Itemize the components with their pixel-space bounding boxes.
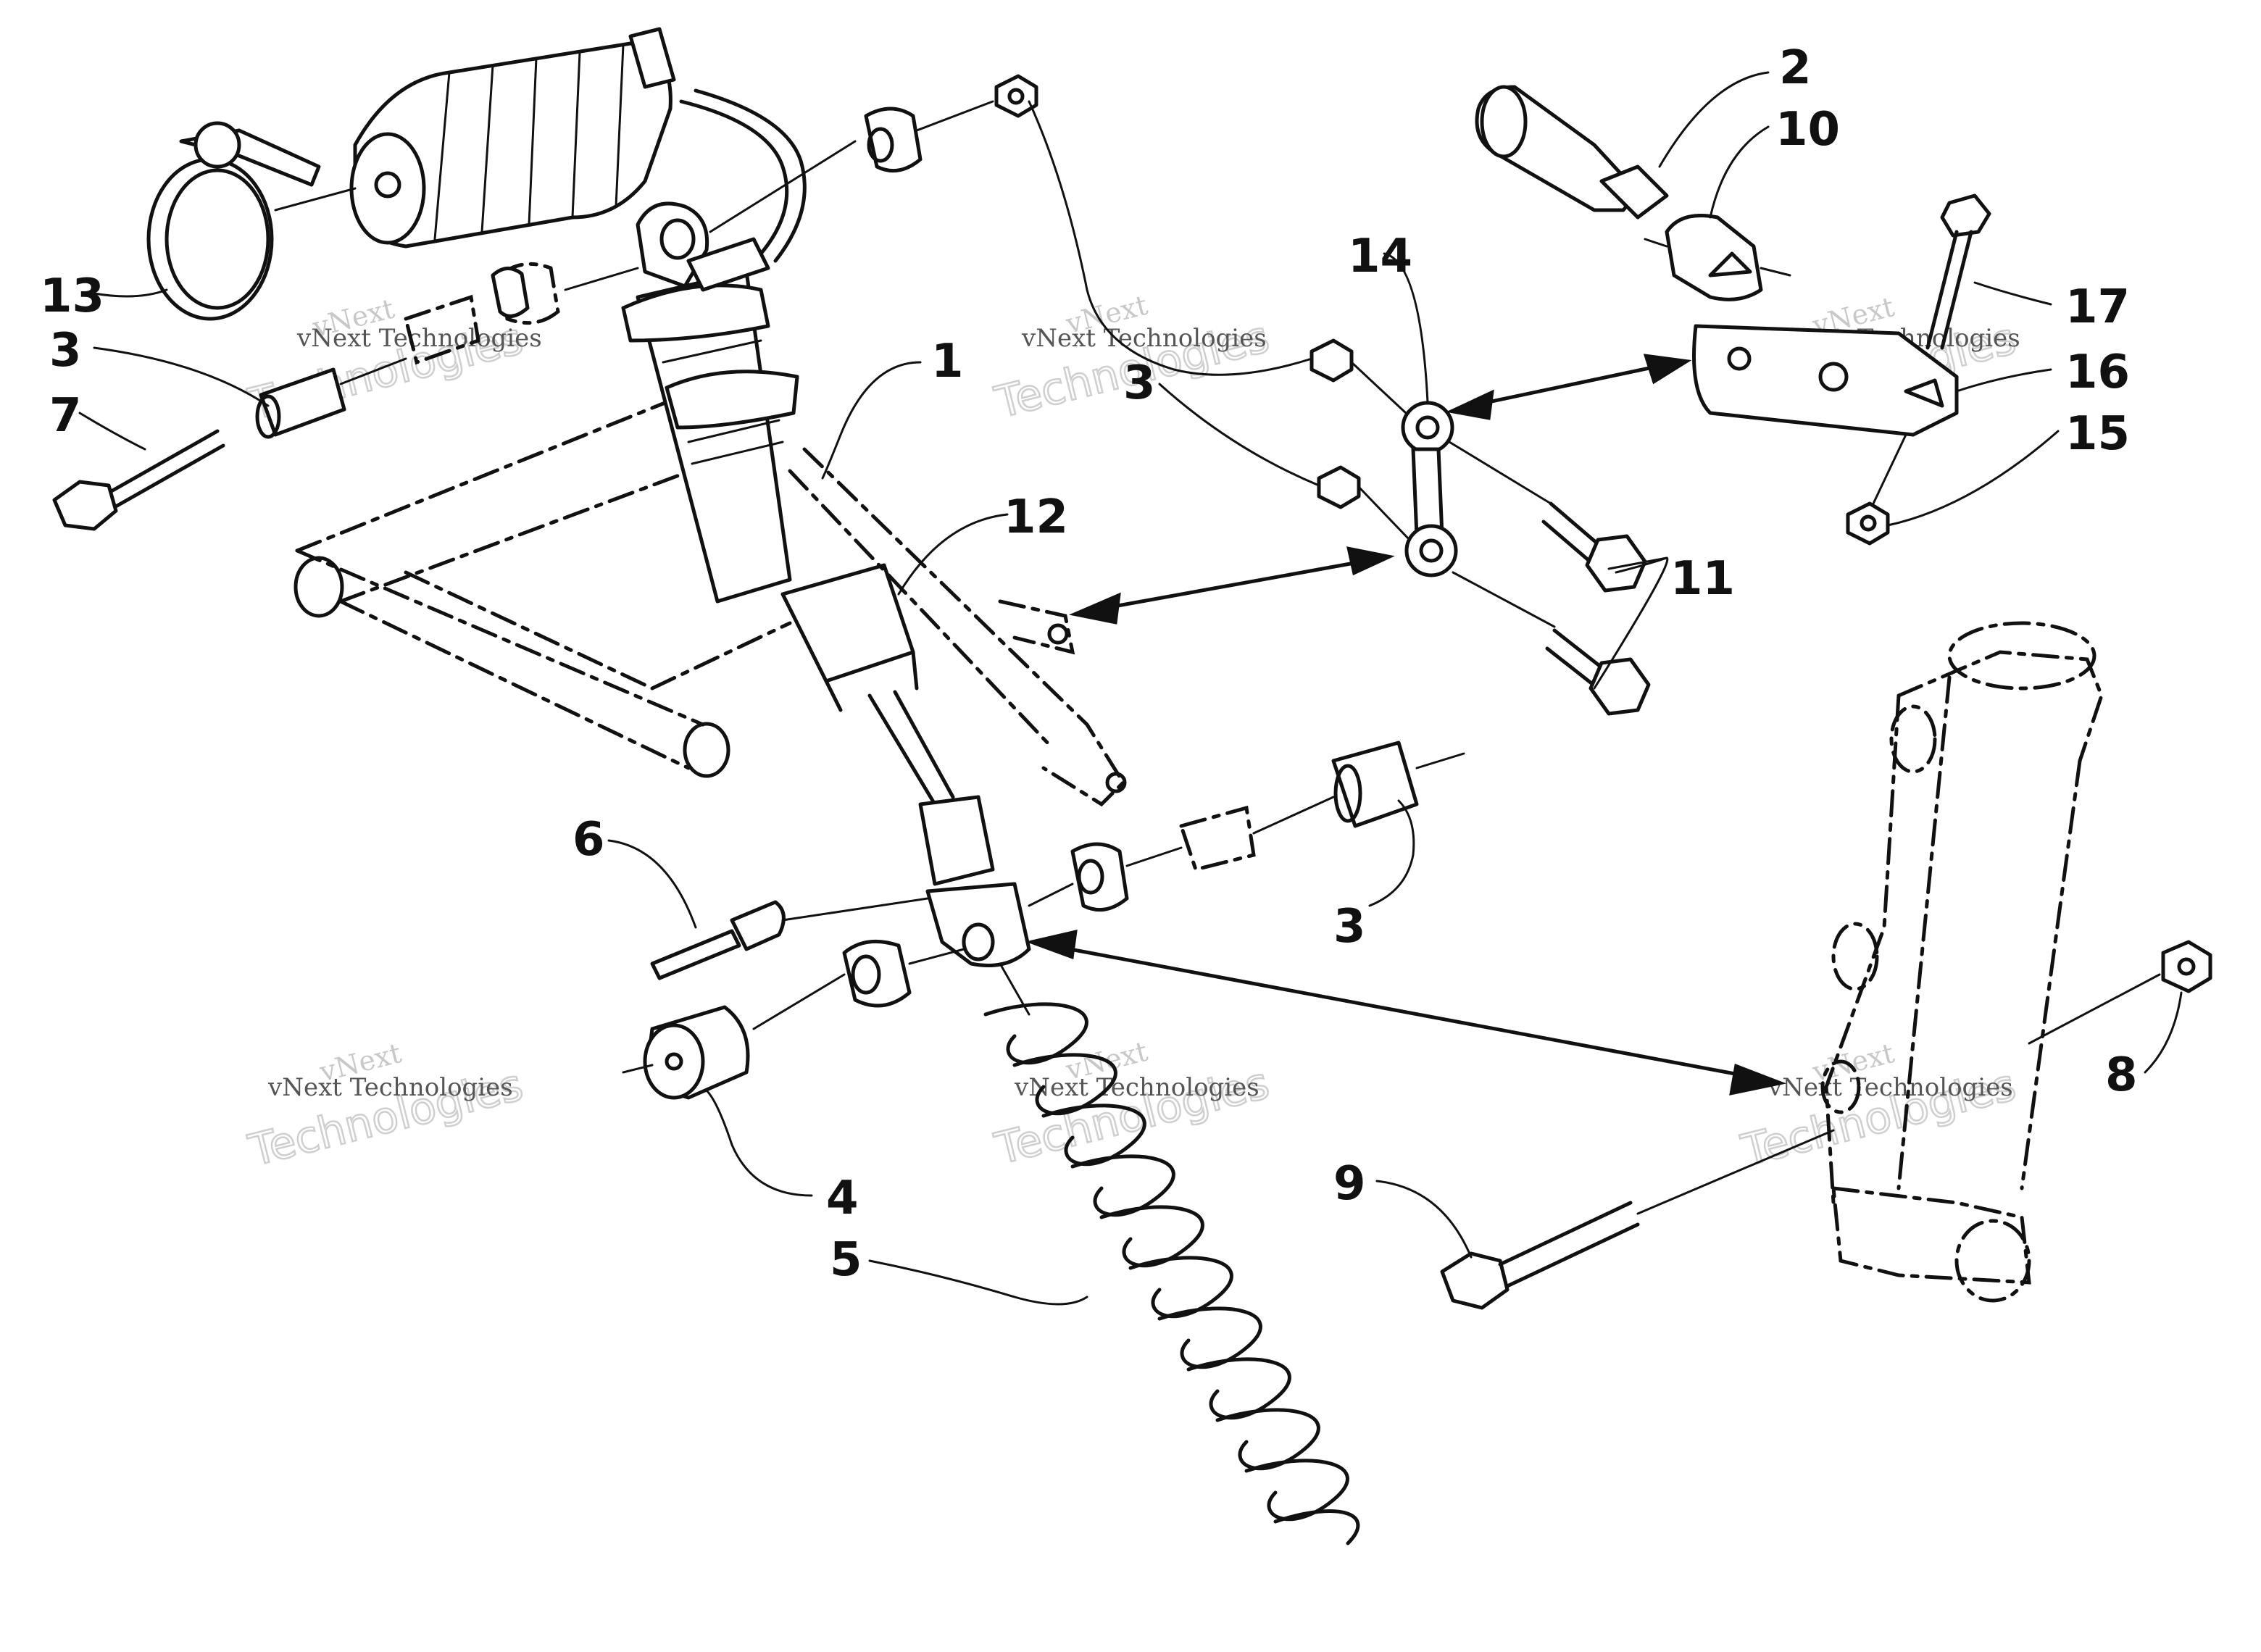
a-arm-phantom (293, 400, 792, 778)
assembly-arrows (1025, 354, 1787, 1096)
reservoir-hose (679, 99, 789, 256)
watermark-line2: vNext Technologies (1767, 1073, 2013, 1102)
callout-1: 1 (931, 335, 964, 388)
callout-16: 16 (2065, 346, 2130, 399)
callout-3-left: 3 (49, 324, 82, 377)
callout-9: 9 (1333, 1157, 1366, 1211)
sway-bracket-phantom (788, 447, 1127, 807)
callout-14: 14 (1348, 230, 1412, 283)
nut-right (2028, 940, 2212, 1045)
bottom-mount-hardware (622, 741, 1465, 1100)
callout-12: 12 (1004, 491, 1068, 544)
callout-8: 8 (2105, 1048, 2138, 1102)
callout-17: 17 (2065, 280, 2130, 334)
coil-spring (983, 962, 1360, 1545)
hose-clamp (146, 121, 357, 321)
callout-10: 10 (1775, 103, 1840, 157)
watermark-line2: vNext Technologies (296, 324, 542, 353)
watermark-line2: vNext Technologies (267, 1073, 513, 1102)
top-mount-hardware (52, 74, 1038, 531)
callout-15: 15 (2065, 407, 2130, 461)
sway-bar-end (1475, 85, 1991, 546)
spindle-phantom (1820, 621, 2104, 1303)
callout-11: 11 (1670, 552, 1735, 606)
reservoir-canister (349, 27, 676, 249)
grease-fitting (650, 897, 929, 980)
callout-labels: 1 2 3 3 3 4 5 6 7 8 9 10 11 12 13 14 15 … (40, 41, 2138, 1287)
callout-13: 13 (40, 270, 104, 323)
shock-absorber (621, 201, 1031, 967)
callout-6: 6 (572, 813, 605, 867)
reservoir-hose-outer (694, 88, 807, 263)
watermark-line2: vNext Technologies (1014, 1073, 1259, 1102)
leader-lines (78, 71, 2183, 1306)
callout-4: 4 (826, 1172, 859, 1225)
callout-7: 7 (49, 389, 82, 443)
callout-2: 2 (1779, 41, 1812, 95)
callout-5: 5 (830, 1233, 862, 1287)
callout-3-right: 3 (1333, 900, 1366, 954)
watermark-line2: vNext Technologies (1021, 324, 1267, 353)
bolt-lower (1440, 1129, 1835, 1310)
callout-3-center: 3 (1123, 356, 1156, 410)
